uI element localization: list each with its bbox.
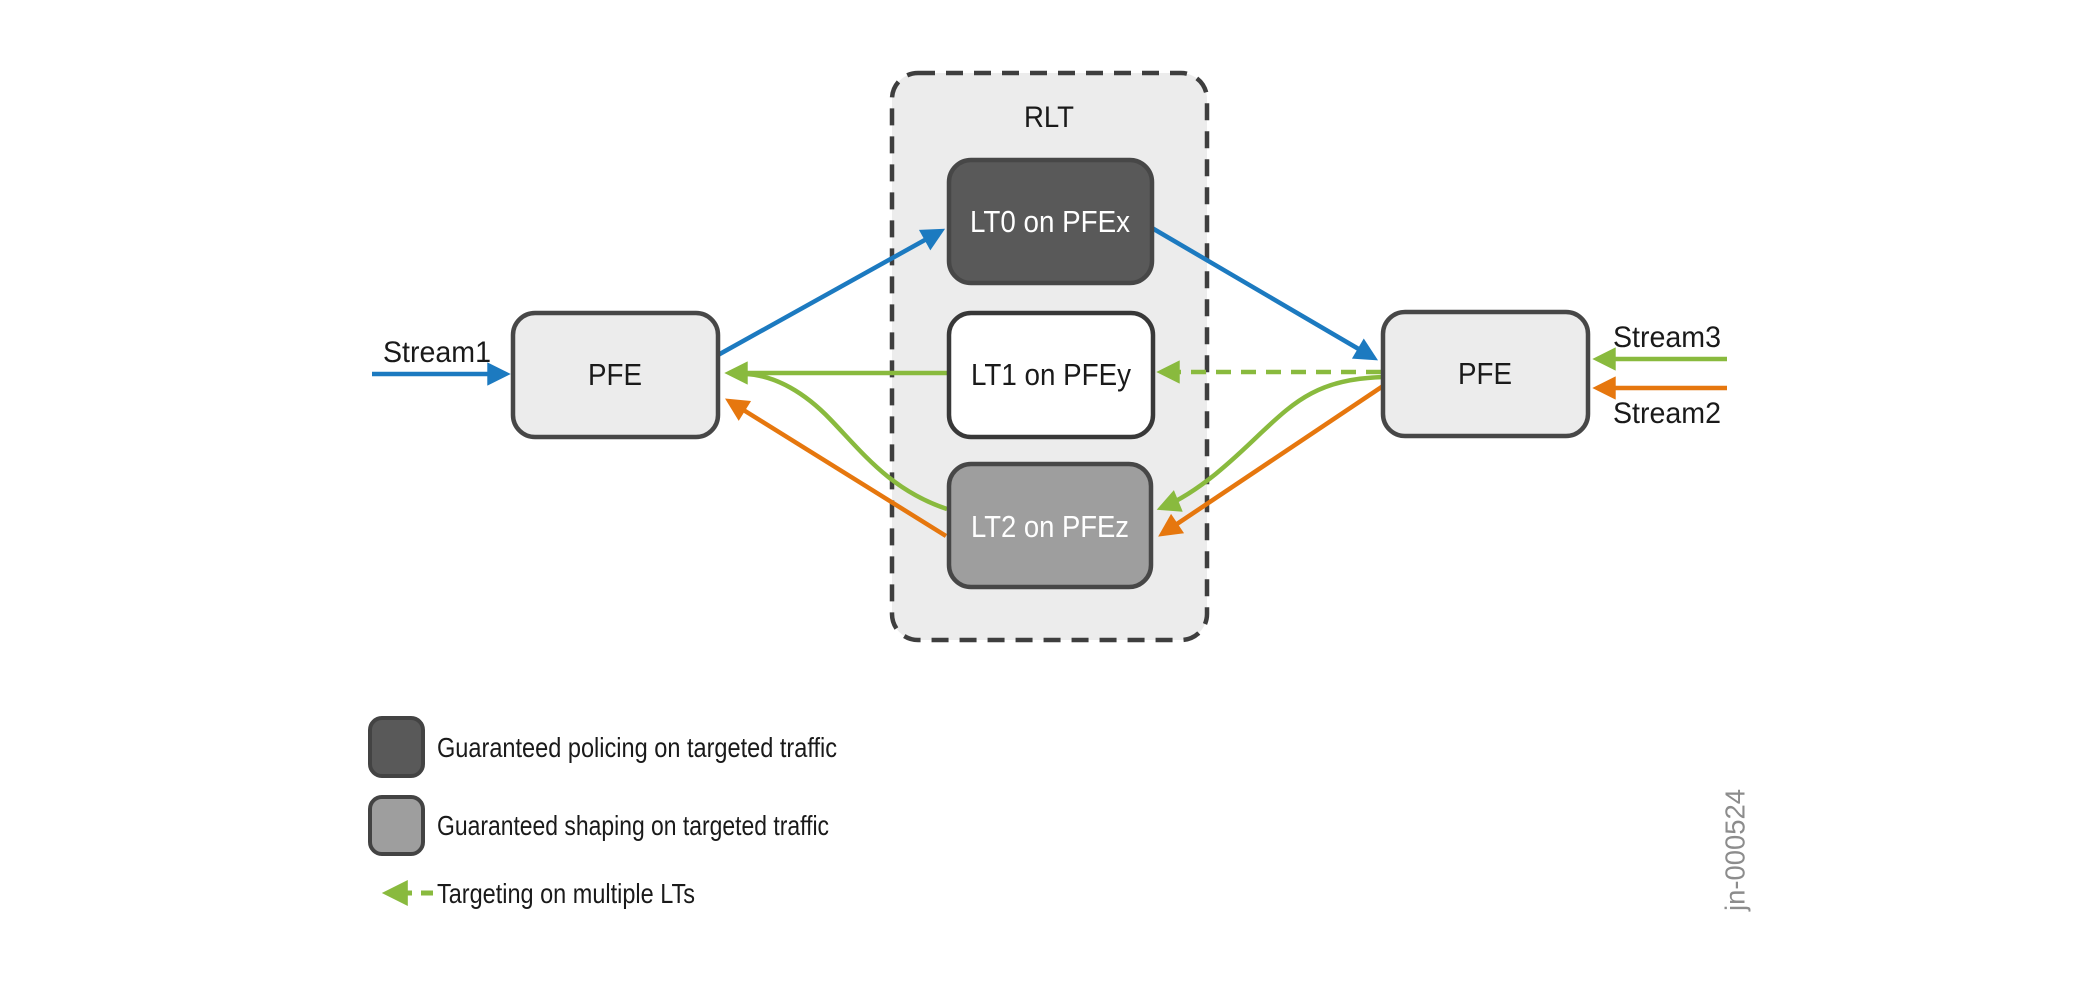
legend-shaping-label: Guaranteed shaping on targeted traffic [437, 810, 829, 841]
stream1-label: Stream1 [383, 336, 491, 369]
stream2-label: Stream2 [1613, 397, 1721, 430]
pfe-right-label: PFE [1458, 356, 1512, 391]
legend: Guaranteed policing on targeted traffic … [368, 716, 837, 909]
figure-id-label: jn-000524 [1719, 789, 1750, 912]
lt2-box [946, 461, 1154, 590]
legend-item-shaping: Guaranteed shaping on targeted traffic [368, 795, 829, 856]
pfe-right-box [1380, 309, 1591, 439]
stream3-label: Stream3 [1613, 321, 1721, 354]
legend-targeting-label: Targeting on multiple LTs [437, 878, 695, 909]
gray-box-swatch-icon [368, 795, 425, 856]
legend-item-targeting: Targeting on multiple LTs [381, 878, 695, 909]
rlt-label: RLT [1024, 101, 1074, 134]
lt0-to-right-pfe-arrow [1150, 226, 1379, 361]
lt1-box [946, 310, 1156, 440]
lt1-label: LT1 on PFEy [971, 357, 1131, 392]
dark-box-swatch-icon [368, 716, 425, 778]
lt2-to-left-pfe-green-curve [744, 371, 948, 512]
lt0-label: LT0 on PFEx [970, 204, 1130, 239]
legend-policing-label: Guaranteed policing on targeted traffic [437, 732, 837, 763]
lt2-to-left-pfe-orange-arrow [725, 398, 948, 538]
lt2-node: LT2 on PFEz [946, 461, 1154, 590]
pfe-left-box [510, 310, 721, 440]
lt1-node: LT1 on PFEy [946, 310, 1156, 440]
right-pfe-to-lt2-green-curve-arrow [1156, 374, 1384, 512]
lt0-node: LT0 on PFEx [946, 157, 1155, 286]
lt0-box [946, 157, 1155, 286]
pfe-left-node: PFE [510, 310, 721, 440]
lt2-label: LT2 on PFEz [971, 509, 1129, 544]
left-pfe-to-lt0-arrow [716, 228, 946, 357]
pfe-left-label: PFE [588, 357, 642, 392]
right-pfe-to-lt2-orange-arrow [1158, 382, 1388, 537]
traffic-arrows [372, 226, 1727, 538]
pfe-right-node: PFE [1380, 309, 1591, 439]
legend-item-policing: Guaranteed policing on targeted traffic [368, 716, 837, 778]
